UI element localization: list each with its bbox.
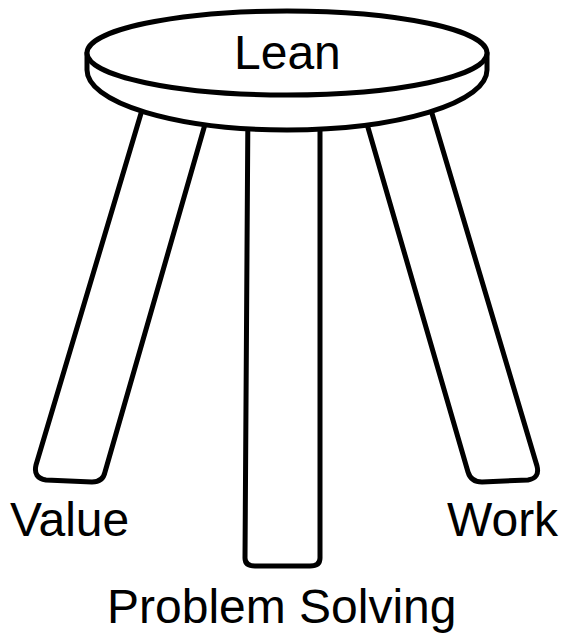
leg-label: Value: [10, 492, 129, 547]
leg-label: Problem Solving: [107, 579, 457, 634]
right-leg: [360, 100, 538, 482]
leg-label: Work: [447, 492, 558, 547]
seat-label: Lean: [234, 25, 341, 80]
middle-leg: [245, 100, 320, 566]
stool-seat: Lean: [84, 8, 490, 136]
left-leg: [35, 100, 212, 482]
seat-top: [87, 11, 487, 95]
